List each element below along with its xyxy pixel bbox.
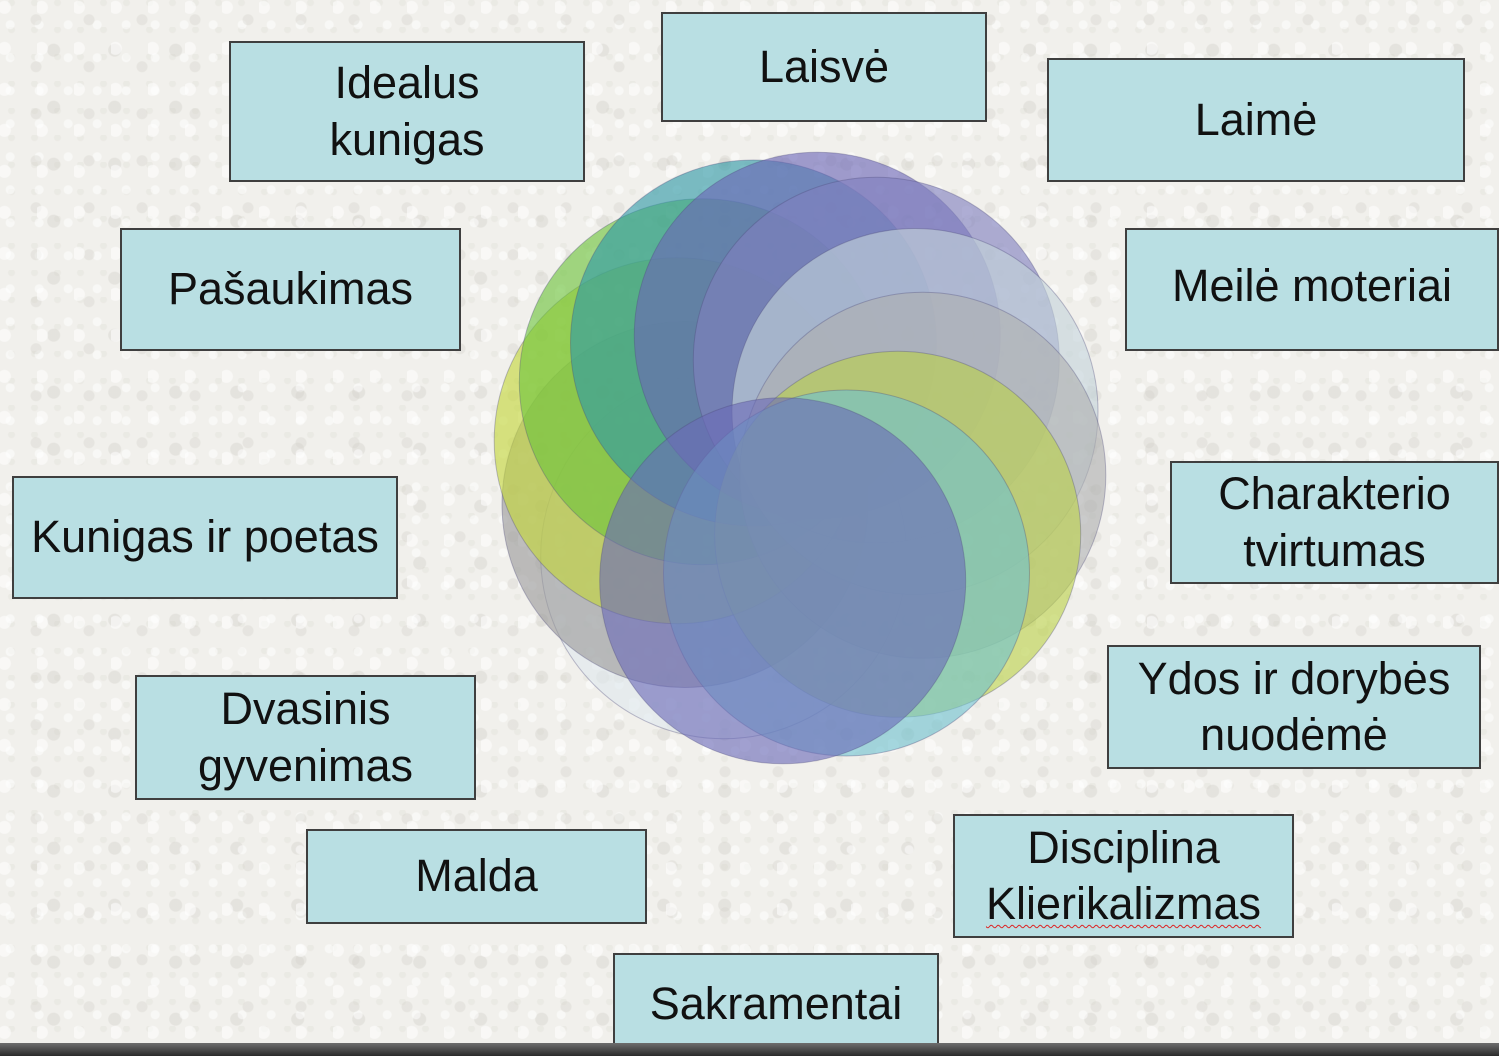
label-kunigas-ir-poetas: Kunigas ir poetas: [12, 476, 398, 599]
label-disciplina-klierikalizmas: Disciplina Klierikalizmas: [953, 814, 1294, 938]
label-dvasinis-gyvenimas: Dvasinis gyvenimas: [135, 675, 476, 800]
label-laisve-text: Laisvė: [758, 40, 890, 92]
label-idealus-kunigas: Idealus kunigas: [229, 41, 585, 182]
label-dvasinis-gyvenimas-line1: Dvasinis: [220, 683, 391, 735]
label-kunigas-ir-poetas-text: Kunigas ir poetas: [31, 511, 379, 563]
label-charakterio-tvirtumas-line2: tvirtumas: [1243, 524, 1426, 576]
label-malda: Malda: [306, 829, 647, 924]
label-ydos-ir-dorybes-line1: Ydos ir dorybės: [1137, 652, 1451, 704]
label-laime: Laimė: [1047, 58, 1465, 182]
label-pasaukimas: Pašaukimas: [120, 228, 461, 351]
label-dvasinis-gyvenimas-line2: gyvenimas: [197, 739, 414, 791]
label-malda-text: Malda: [415, 850, 538, 902]
label-pasaukimas-text: Pašaukimas: [167, 263, 414, 315]
label-sakramentai: Sakramentai: [613, 953, 939, 1056]
label-ydos-ir-dorybes: Ydos ir dorybės nuodėmė: [1107, 645, 1481, 769]
label-klierikalizmas-line2: Klierikalizmas: [985, 878, 1262, 929]
bottom-edge-bar: [0, 1043, 1499, 1056]
label-ydos-ir-dorybes-line2: nuodėmė: [1200, 709, 1388, 760]
label-laime-text: Laimė: [1194, 93, 1318, 145]
label-laisve: Laisvė: [661, 12, 987, 122]
label-idealus-kunigas-line1: Idealus: [334, 57, 480, 109]
label-sakramentai-text: Sakramentai: [649, 978, 903, 1030]
label-meile-moteriai-text: Meilė moteriai: [1171, 260, 1453, 311]
wheel-circle: [599, 397, 967, 765]
label-charakterio-tvirtumas: Charakterio tvirtumas: [1170, 461, 1499, 584]
label-idealus-kunigas-line2: kunigas: [329, 113, 485, 165]
label-disciplina-line1: Disciplina: [1027, 821, 1220, 873]
label-meile-moteriai: Meilė moteriai: [1125, 228, 1499, 351]
label-charakterio-tvirtumas-line1: Charakterio: [1218, 468, 1451, 520]
